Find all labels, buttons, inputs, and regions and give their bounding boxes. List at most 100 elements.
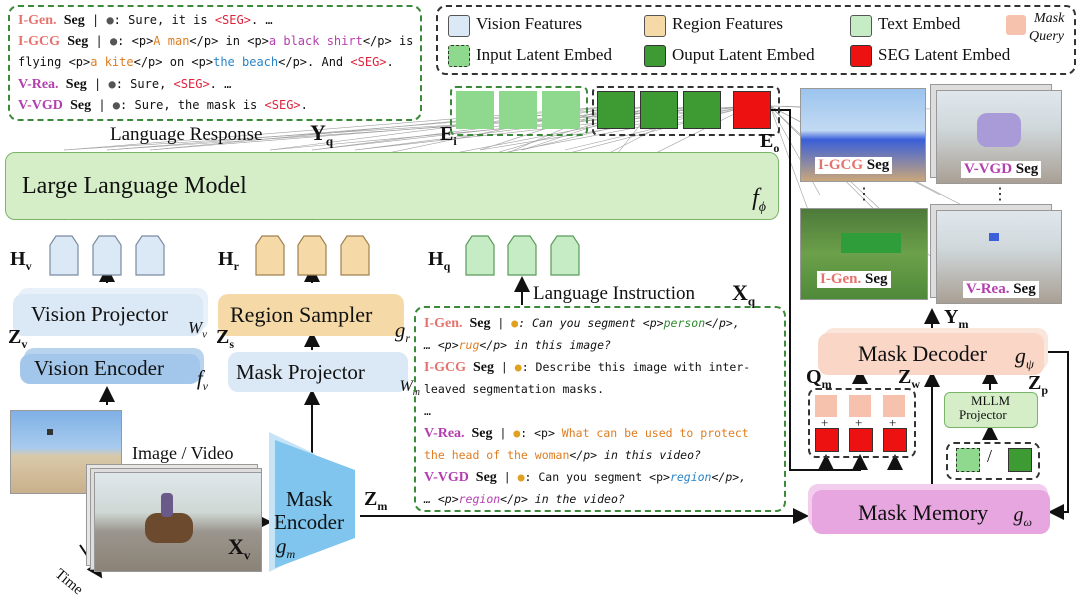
legend-mask-query-2: Query [1029,29,1064,44]
task-tag: I-GCG [818,157,863,173]
response-line-4: V-Rea. Seg | ●: Sure, <SEG>. … [18,77,231,93]
phrase: What can be used to protect [554,426,749,440]
hr-label: Hr [218,248,239,273]
mask-memory: Mask Memory gω [812,490,1050,534]
seg-latent-token [849,428,873,452]
seg-token: <SEG> [350,55,387,69]
mask-memory-label: Mask Memory [858,500,989,525]
instruction-line-3: I-GCG Seg | ●: Describe this image with … [424,360,750,376]
response-line-1: I-Gen. Seg | ●: Sure, it is <SEG>. … [18,13,273,29]
vision-projector-label: Vision Projector [31,302,168,326]
task-tag: I-Gen. [820,271,862,287]
task-tag: I-GCG [424,360,466,375]
mask-query-token [849,395,871,417]
legend-input-latent: Input Latent Embed [476,45,612,64]
instruction-text: leaved segmentation masks. [424,382,605,396]
phrase: region [669,470,712,484]
horse-shape [145,513,193,543]
zs-label: Zs [216,326,235,351]
legend-seg-latent: SEG Latent Embed [878,45,1011,64]
response-text: . [386,55,394,69]
mask-query-token [883,395,905,417]
task-tag: V-Rea. [966,281,1010,297]
seg-label: Seg [1015,161,1039,177]
seg-label: Seg [471,426,493,441]
phrase: rug [458,338,480,352]
fv-label: fv [196,366,208,394]
ei-label: Ei [440,123,457,148]
llm-label: Large Language Model [22,173,247,199]
plus-sign: + [855,415,863,430]
zm-label: Zm [364,488,388,513]
input-latent-token [499,91,537,129]
zp-label: Zp [1028,372,1049,397]
instruction-line-6: V-Rea. Seg | ●: <p> What can be used to … [424,426,749,442]
ym-label: Ym [944,306,969,331]
gr-label: gr [394,318,410,346]
vision-encoder-label: Vision Encoder [34,356,164,380]
task-tag: I-Gen. [18,13,57,28]
instruction-line-1: I-Gen. Seg | ●: Can you segment <p>perso… [424,316,740,332]
seg-label: Seg [70,98,92,113]
rider-shape [161,493,173,517]
legend-mask-query-1: Mask [1034,11,1065,26]
seg-latent-swatch [850,45,872,67]
sep: | [95,34,103,48]
response-text: flying <p> [18,55,91,69]
xq-label: Xq [732,280,756,309]
xv-label: Xv [228,534,251,563]
seg-token: <SEG> [264,98,301,112]
result-i-gcg: I-GCG Seg [800,88,926,182]
vision-features-swatch [448,15,470,37]
mask-shape [841,233,901,253]
language-response-label: Language Response [110,124,263,145]
response-text: </p> is [362,34,414,48]
projector-input-group [946,442,1040,480]
large-language-model-block: Large Language Model fϕ [5,152,779,220]
seg-label: Seg [63,13,85,28]
hq-label: Hq [428,248,451,273]
thinking-face-icon: ● [514,360,522,374]
plus-sign: + [889,415,897,430]
response-line-3: flying <p>a kite</p> on <p>the beach</p>… [18,55,394,69]
image-video-label: Image / Video [132,443,234,463]
task-tag: V-Rea. [424,426,465,441]
response-line-5: V-VGD Seg | ●: Sure, the mask is <SEG>. [18,98,308,114]
language-instruction-label: Language Instruction [533,283,695,304]
response-line-2: I-GCG Seg | ●: <p>A man</p> in <p>a blac… [18,34,413,50]
vision-encoder: Vision Encoder fv [20,354,208,393]
output-latent-token [597,91,635,129]
wv-label: Wv [187,318,207,341]
legend: Vision Features Region Features Text Emb… [436,5,1076,75]
plus-sign: + [821,415,829,430]
phrase: region [458,492,501,506]
mask-encoder-label-2: Encoder [274,510,344,534]
language-instruction-box: I-Gen. Seg | ●: Can you segment <p>perso… [414,306,786,512]
instruction-text: … <p> [424,492,459,506]
video-frame [94,472,262,572]
legend-region: Region Features [672,14,783,33]
robot-icon: ● [106,13,114,27]
input-latent-token [956,448,980,472]
output-latent-token [1008,448,1032,472]
instruction-text: </p> in this image? [479,338,611,352]
robot-icon: ● [108,77,116,91]
result-v-vgd: V-VGD Seg [936,90,1062,184]
seg-label: Seg [67,34,89,49]
output-latent-token [640,91,678,129]
mask-projector: Mask Projector Wm [228,352,420,398]
result-label: V-VGD Seg [961,161,1042,178]
instruction-line-9: … <p>region</p> in the video? [424,492,625,506]
instruction-text: : <p> [520,426,555,440]
instruction-text: </p>, [705,316,740,330]
mask-encoder-shape [269,432,355,572]
vision-projector: Vision Projector Wv [13,294,207,340]
input-latent-token [542,91,580,129]
slash-sign: / [987,446,993,466]
seg-latent-token [883,428,907,452]
text-embed-swatch [850,15,872,37]
language-response-box: I-Gen. Seg | ●: Sure, it is <SEG>. … I-G… [8,5,422,121]
phrase: person [663,316,706,330]
sep: | [503,470,511,484]
